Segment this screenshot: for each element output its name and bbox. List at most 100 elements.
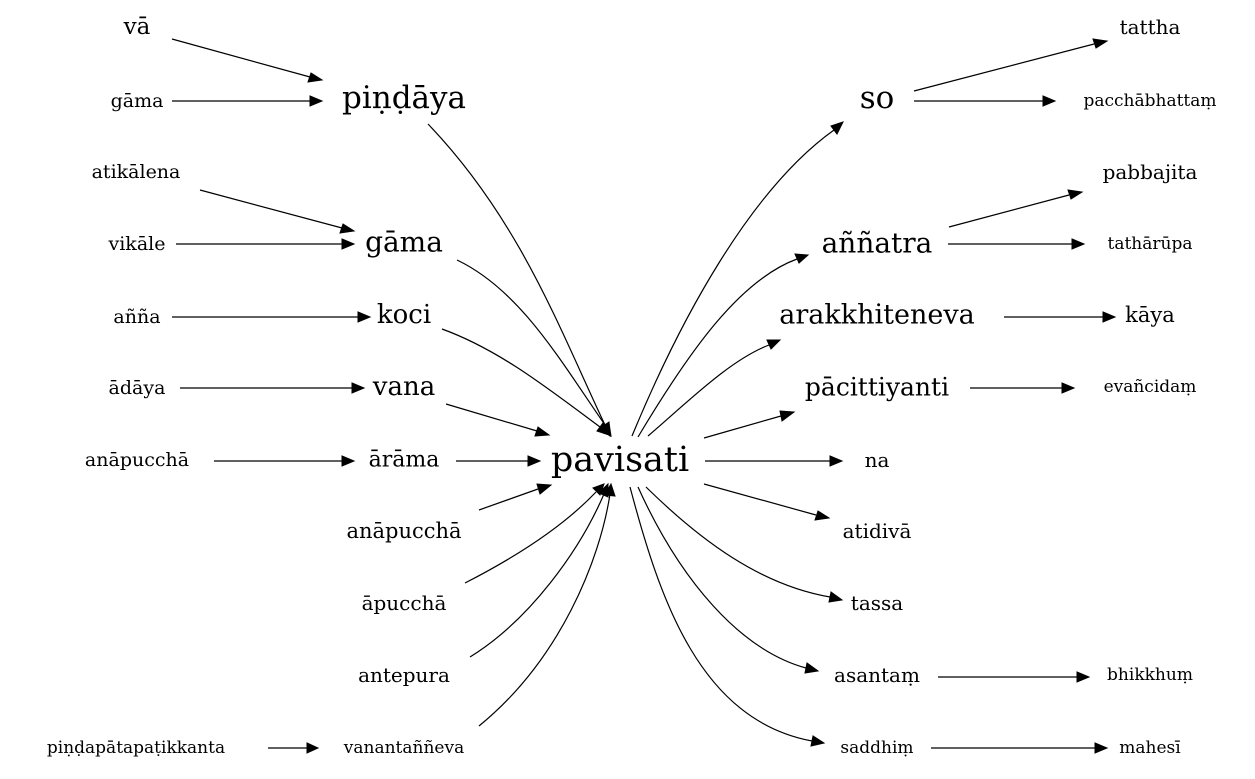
edge-pavisati-to-pacittiyanti <box>703 410 796 439</box>
arrowhead-icon <box>1076 671 1091 683</box>
arrowhead-icon <box>1061 382 1076 394</box>
node-label-vana: vana <box>372 372 435 402</box>
node-label-pabbajita: pabbajita <box>1103 160 1198 184</box>
edge-pindaya-to-pavisati <box>427 123 611 438</box>
arrowhead-icon <box>1102 311 1117 323</box>
arrowhead-icon <box>536 483 553 495</box>
node-label-tassa: tassa <box>851 591 903 615</box>
edge-line <box>445 403 538 432</box>
arrowhead-icon <box>534 426 551 437</box>
edge-line <box>637 258 798 438</box>
edge-line <box>645 486 831 598</box>
edge-anna-to-koci <box>172 311 372 323</box>
edge-line <box>441 328 601 428</box>
edge-gama-to-pavisati <box>456 259 612 438</box>
node-label-na: na <box>865 448 890 472</box>
arrowhead-icon <box>527 455 542 467</box>
edge-line <box>913 43 1095 92</box>
edge-anapuccha_l-to-arama <box>214 455 356 467</box>
node-label-pindaya: piṇḍāya <box>342 80 466 116</box>
edge-so-to-tattha <box>913 38 1109 92</box>
node-label-anna: añña <box>113 306 160 328</box>
edge-vikale-to-gama <box>176 238 356 250</box>
edge-asantam-to-bhikkhum <box>938 671 1091 683</box>
edge-line <box>637 486 807 669</box>
edge-so-to-pacchabhattam <box>914 95 1057 107</box>
node-label-so: so <box>860 80 895 116</box>
edge-koci-to-pavisati <box>441 328 610 436</box>
arrowhead-icon <box>357 311 372 323</box>
arrowhead-icon <box>1042 95 1057 107</box>
node-label-tattha: tattha <box>1120 15 1181 39</box>
edge-line <box>703 483 817 516</box>
node-label-gama_l: gāma <box>111 90 164 112</box>
node-label-kaya: kāya <box>1125 303 1175 327</box>
arrowhead-icon <box>1092 38 1109 49</box>
edge-pavisati-to-arakkhiteneva <box>647 339 782 437</box>
edge-pindapata-to-vanantanneva <box>268 742 320 754</box>
edges-layer <box>171 38 1117 754</box>
edge-line <box>464 491 597 584</box>
node-label-annatra: aññatra <box>822 227 933 260</box>
node-label-arakkhiteneva: arakkhiteneva <box>779 300 974 331</box>
node-label-evancidam: evañcidaṃ <box>1104 377 1197 397</box>
edge-apuccha-to-pavisati <box>464 483 605 584</box>
node-label-arama: ārāma <box>369 448 440 473</box>
edge-line <box>631 129 835 437</box>
arrowhead-icon <box>814 510 831 521</box>
edge-vanantanneva-to-pavisati <box>478 482 616 727</box>
node-label-koci: koci <box>377 300 431 330</box>
edge-gama_l-to-pindaya <box>172 95 324 107</box>
node-label-tatharupa: tathārūpa <box>1108 234 1193 254</box>
arrowhead-icon <box>351 382 366 394</box>
node-label-vanantanneva: vanantaññeva <box>343 738 464 758</box>
edge-pavisati-to-asantam <box>637 486 820 674</box>
arrowhead-icon <box>779 410 796 422</box>
node-label-antepura: antepura <box>358 663 450 687</box>
edge-saddhim-to-mahesi <box>931 742 1109 754</box>
edge-va-to-pindaya <box>171 38 324 83</box>
node-label-bhikkhum: bhikkhuṃ <box>1107 665 1193 685</box>
arrowhead-icon <box>604 482 616 497</box>
edge-line <box>456 259 606 426</box>
edge-pavisati-to-tassa <box>645 486 844 603</box>
edge-line <box>427 123 606 426</box>
node-label-va: vā <box>123 14 151 40</box>
arrowhead-icon <box>339 223 356 234</box>
node-label-pacittiyanti: pācittiyanti <box>805 373 949 402</box>
edge-line <box>703 415 782 439</box>
arrowhead-icon <box>1071 238 1086 250</box>
node-label-pacchabhattam: pacchābhattaṃ <box>1083 91 1216 111</box>
node-label-atikalena: atikālena <box>92 161 181 183</box>
edge-line <box>629 486 813 742</box>
arrowhead-icon <box>830 121 844 135</box>
arrowhead-icon <box>341 238 356 250</box>
arrowhead-icon <box>309 95 324 107</box>
arrowhead-icon <box>1094 742 1109 754</box>
edge-pavisati-to-so <box>631 121 844 437</box>
edge-pavisati-to-saddhim <box>629 486 826 747</box>
node-label-asantam: asantaṃ <box>834 663 920 687</box>
edge-arama-to-pavisati <box>456 455 542 467</box>
edge-adaya-to-vana <box>180 382 366 394</box>
node-label-apuccha: āpucchā <box>362 591 447 615</box>
arrowhead-icon <box>828 591 844 603</box>
edge-line <box>469 493 605 658</box>
edge-antepura-to-pavisati <box>469 482 609 658</box>
arrowhead-icon <box>341 455 356 467</box>
edge-line <box>948 194 1070 228</box>
arrowhead-icon <box>1067 189 1084 200</box>
edge-line <box>647 344 770 437</box>
node-label-adaya: ādāya <box>109 377 166 399</box>
node-label-anapuccha_l: anāpucchā <box>85 449 189 471</box>
node-label-pindapata: piṇḍapātapaṭikkanta <box>47 738 225 758</box>
arrowhead-icon <box>766 339 782 350</box>
edge-pavisati-to-annatra <box>637 253 810 438</box>
edge-annatra-to-pabbajita <box>948 189 1084 228</box>
node-label-atidiva: atidivā <box>843 519 912 543</box>
edge-line <box>171 38 311 78</box>
arrowhead-icon <box>804 662 820 674</box>
